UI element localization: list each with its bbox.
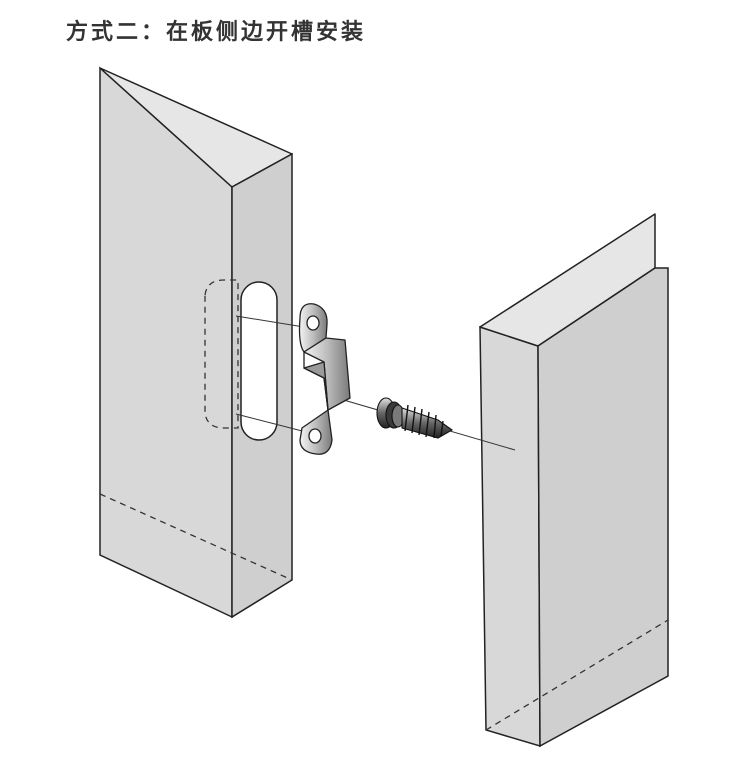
center-line-lower [235,413,311,434]
right-panel-hidden-edge [485,619,669,731]
screw-threads [404,404,444,439]
center-line-upper [235,315,311,329]
right-panel-side-face [537,267,669,748]
screw-icon [376,397,454,439]
page-title: 方式二：在板侧边开槽安装 [66,20,367,45]
slot-hidden-outline [204,279,239,429]
right-panel-front-face [479,325,541,748]
right-panel [479,213,669,748]
bracket-body-face [303,361,329,411]
left-panel [99,66,293,619]
bracket-lower-hole [308,428,322,444]
bracket-upper-hole [306,315,320,331]
left-panel-hidden-edge [99,493,293,581]
metal-bracket-icon [298,303,351,455]
